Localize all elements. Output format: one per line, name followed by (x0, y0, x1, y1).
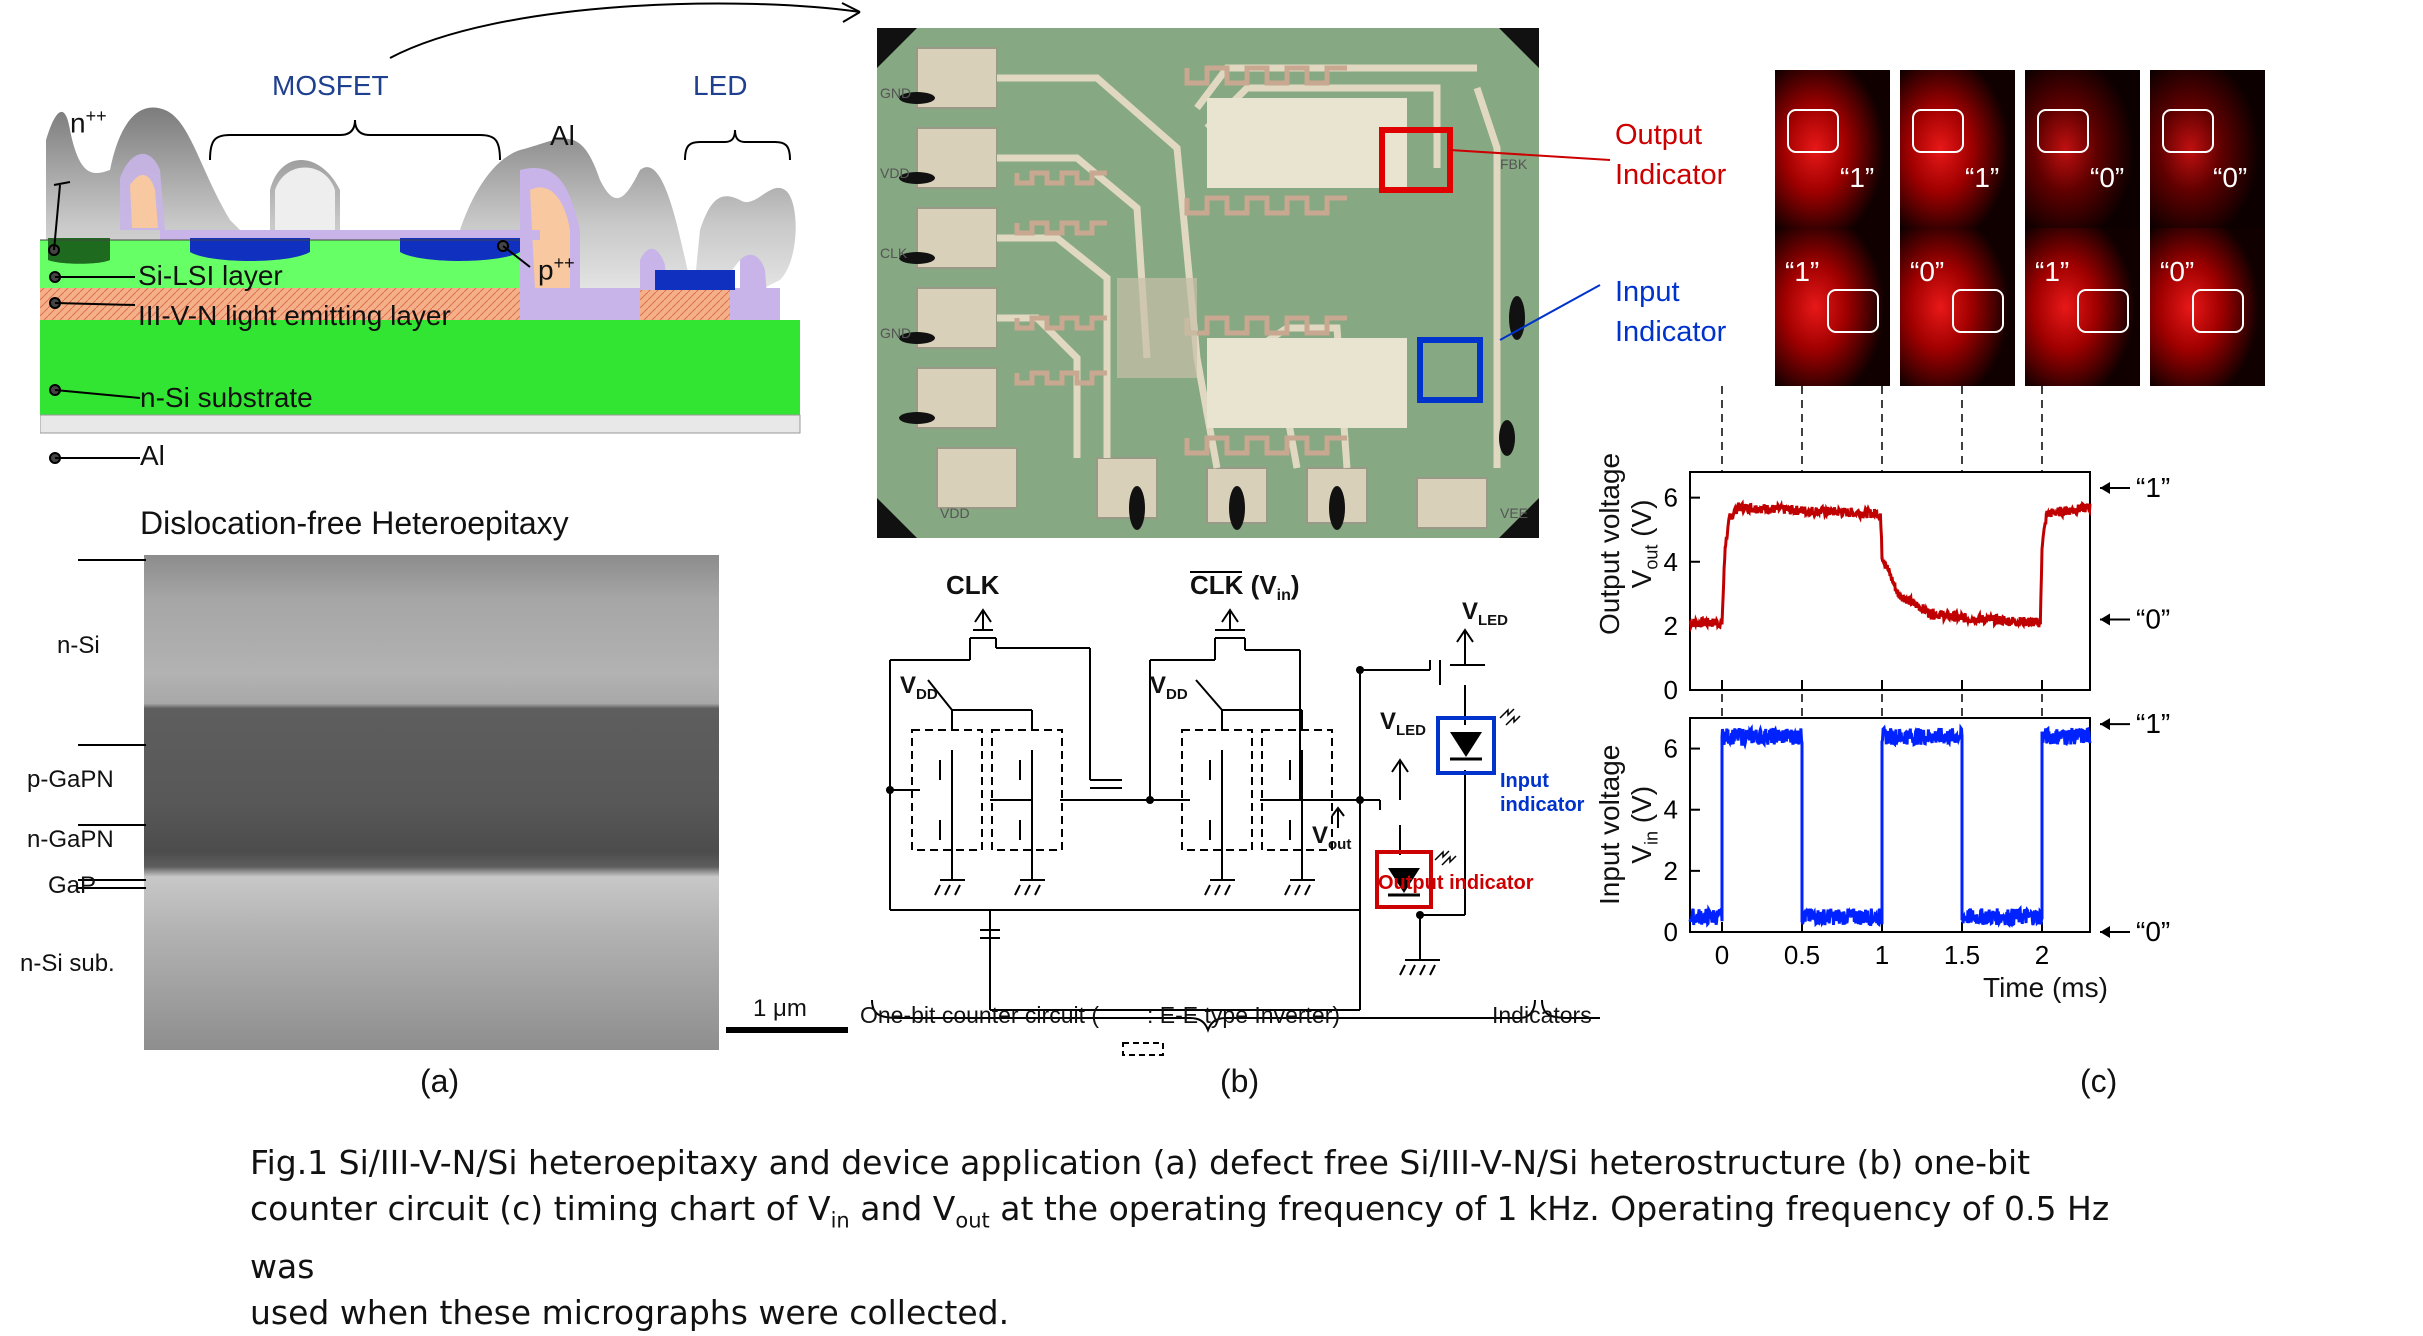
vdd-label-2: VDD (1150, 672, 1188, 703)
state-arrowhead (2100, 926, 2110, 938)
tem-layer-nsi: n-Si (57, 632, 100, 659)
bottom-state-1: “1” (1785, 256, 1820, 287)
pad-label-vdd-2: VDD (940, 505, 970, 521)
y-tick-label: 0 (1664, 917, 1678, 947)
indicators-brace-label: Indicators (1492, 1002, 1592, 1028)
x-tick-label: 0.5 (1784, 940, 1820, 970)
x-tick-label: 1.5 (1944, 940, 1980, 970)
input-indicator-circuit-label-2: indicator (1500, 794, 1585, 816)
time-xlabel: Time (ms) (1983, 972, 2108, 1003)
clk-label: CLK (946, 570, 1000, 600)
mosfet-label: MOSFET (272, 70, 389, 101)
timing-chart: 0 2 4 6 “1” “0” 0 2 4 6 0 0.5 1 1.5 2 “1” “0” (1664, 380, 2171, 970)
state-marker-label: “0” (2136, 916, 2170, 947)
vled-label-1: VLED (1462, 598, 1509, 629)
x-tick-label: 2 (2035, 940, 2049, 970)
state-marker-label: “0” (2136, 603, 2170, 634)
output-indicator-circuit-label: Output indicator (1378, 872, 1534, 894)
scale-bar (726, 1027, 848, 1033)
tem-layer-gap: GaP (48, 872, 97, 899)
top-state-4: “0” (2213, 162, 2248, 193)
x-tick-label: 1 (1875, 940, 1889, 970)
al-top-label: Al (550, 120, 575, 151)
y-tick-label: 4 (1664, 547, 1678, 577)
state-arrowhead (2100, 482, 2110, 495)
tem-layer-ngapn: n-GaPN (27, 826, 114, 853)
scale-bar-label: 1 μm (753, 995, 807, 1022)
nsi-substrate-label: n-Si substrate (140, 382, 313, 413)
counter-brace-label: One-bit counter circuit (: E-E type Inve… (860, 1002, 1341, 1028)
al-bottom-label: Al (140, 440, 165, 471)
top-state-3: “0” (2090, 162, 2125, 193)
vdd-label-1: VDD (900, 672, 938, 703)
y-tick-label: 6 (1664, 734, 1678, 764)
state-arrowhead (2100, 718, 2110, 731)
pad-label-vee: VEE (1500, 505, 1529, 521)
output-voltage-chart: 0 2 4 6 “1” “0” (1664, 471, 2170, 705)
y-tick-label: 4 (1664, 795, 1678, 825)
ppp-label: p++ (538, 253, 575, 286)
link-arrow (389, 2, 861, 59)
input-voltage-chart: 0 2 4 6 0 0.5 1 1.5 2 “1” “0” (1664, 708, 2171, 970)
npp-label: n++ (70, 106, 107, 139)
pad-label-clk: CLK (880, 245, 908, 261)
y-tick-label: 6 (1664, 483, 1678, 513)
series-line (1688, 723, 2092, 929)
clk-bar-label: CLK (Vin) (1190, 570, 1300, 605)
state-marker-label: “1” (2136, 708, 2170, 739)
circuit-schematic: CLK CLK (Vin) VDD VDD Vout VLED VLED Out… (860, 560, 1635, 1060)
plot-frame (1689, 717, 2091, 933)
state-marker-label: “1” (2136, 472, 2170, 503)
iiivn-label: III-V-N light emitting layer (138, 300, 451, 331)
y-tick-label: 2 (1664, 856, 1678, 886)
top-state-1: “1” (1840, 162, 1875, 193)
top-state-2: “1” (1965, 162, 2000, 193)
vled-label-2: VLED (1380, 708, 1427, 739)
pad-label-fbk: FBK (1500, 156, 1528, 172)
figure-caption: Fig.1 Si/III-V-N/Si heteroepitaxy and de… (250, 1140, 2150, 1336)
chip-micrograph (877, 28, 1539, 538)
tem-image (144, 555, 719, 1050)
input-indicator-circuit-label-1: Input (1500, 770, 1549, 792)
tem-layer-ticks (78, 559, 146, 889)
bottom-state-2: “0” (1910, 256, 1945, 287)
series-line (1688, 499, 2092, 633)
panel-b-label: (b) (1220, 1063, 1260, 1099)
tem-layer-pgapn: p-GaPN (27, 766, 114, 793)
tem-layer-nsi-sub: n-Si sub. (20, 950, 115, 977)
panel-a-label: (a) (420, 1063, 460, 1099)
tem-title: Dislocation-free Heteroepitaxy (140, 505, 569, 541)
input-ylabel: Input voltage Vin (V) (1594, 744, 1662, 905)
y-tick-label: 2 (1664, 611, 1678, 641)
bottom-state-3: “1” (2035, 256, 2070, 287)
x-tick-label: 0 (1715, 940, 1729, 970)
state-arrowhead (2100, 613, 2110, 626)
panel-c-label: (c) (2080, 1063, 2118, 1099)
led-label: LED (693, 70, 748, 101)
si-lsi-label: Si-LSI layer (138, 260, 283, 291)
led-frame-strip: “1” “1” “0” “0” “1” “0” “1” “0” (1775, 70, 2265, 386)
device-cross-section: MOSFET LED Al n++ p++ Si-LSI layer III-V… (39, 60, 840, 480)
pad-label-gnd-2: GND (880, 325, 912, 341)
pad-label-vdd-1: VDD (880, 165, 910, 181)
y-tick-label: 0 (1664, 675, 1678, 705)
bottom-state-4: “0” (2160, 256, 2195, 287)
caption-line-3: used when these micrographs were collect… (250, 1292, 1010, 1332)
vout-label: Vout (1312, 822, 1352, 853)
caption-line-2: counter circuit (c) timing chart of Vin … (250, 1189, 2110, 1286)
output-ylabel: Output voltage Vout (V) (1594, 452, 1662, 635)
pad-label-gnd-1: GND (880, 85, 912, 101)
indicator-leader-lines (1449, 149, 1611, 341)
caption-line-1: Fig.1 Si/III-V-N/Si heteroepitaxy and de… (250, 1143, 2031, 1182)
